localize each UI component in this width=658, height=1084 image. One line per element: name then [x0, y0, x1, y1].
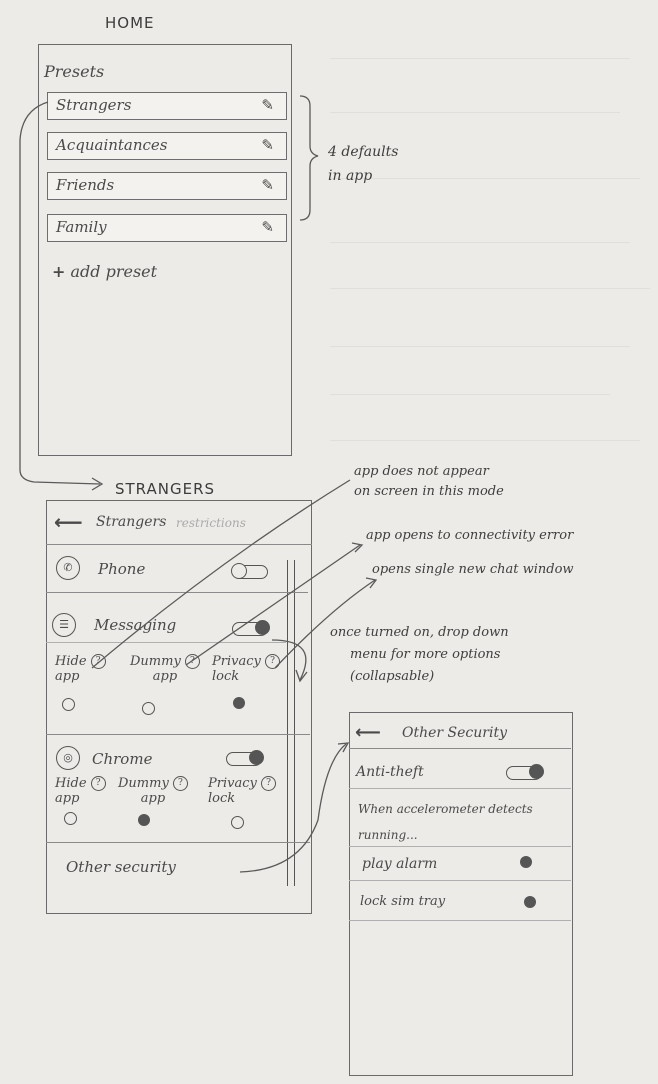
- pencil-icon[interactable]: ✎: [261, 218, 274, 236]
- pencil-icon[interactable]: ✎: [261, 136, 274, 154]
- strangers-header-subtitle: restrictions: [176, 516, 246, 530]
- anti-theft-toggle[interactable]: [506, 764, 544, 780]
- hide-app-note: app does not appear on screen in this mo…: [354, 464, 504, 499]
- scrollbar[interactable]: [287, 560, 295, 886]
- chrome-hide-app: Hide ?app: [55, 776, 106, 806]
- lock-sim-radio[interactable]: [524, 896, 536, 908]
- strangers-header-title: Strangers: [96, 514, 167, 530]
- phone-label: Phone: [98, 560, 146, 578]
- anti-theft-description: When accelerometer detects running...: [358, 802, 533, 842]
- pencil-icon[interactable]: ✎: [261, 176, 274, 194]
- chrome-icon: ◎: [56, 746, 80, 770]
- chrome-privacy-radio[interactable]: [231, 816, 244, 829]
- dummy-app-note: app opens to connectivity error: [366, 528, 574, 543]
- presets-title: Presets: [44, 62, 105, 81]
- back-arrow-icon[interactable]: ⟵: [355, 722, 381, 743]
- privacy-lock-note: opens single new chat window: [372, 562, 574, 577]
- home-heading: HOME: [105, 14, 155, 32]
- plus-icon: +: [52, 262, 66, 281]
- add-preset-label: add preset: [70, 262, 158, 281]
- add-preset-button[interactable]: + add preset: [52, 262, 157, 281]
- pencil-icon[interactable]: ✎: [261, 96, 274, 114]
- help-icon[interactable]: ?: [172, 776, 188, 791]
- messaging-toggle[interactable]: [232, 620, 270, 636]
- other-security-link[interactable]: Other security: [66, 858, 176, 876]
- phone-icon: ✆: [56, 556, 80, 580]
- other-security-screen: [349, 712, 573, 1076]
- messaging-hide-app: Hide ?app: [55, 654, 106, 684]
- messaging-privacy-radio[interactable]: [233, 697, 245, 709]
- chrome-hide-radio[interactable]: [64, 812, 77, 825]
- help-icon[interactable]: ?: [90, 776, 106, 791]
- lock-sim-label: lock sim tray: [360, 894, 446, 909]
- defaults-note: 4 defaults in app: [328, 140, 398, 188]
- other-security-title: Other Security: [402, 725, 507, 741]
- messaging-privacy-lock: Privacy ?lock: [212, 654, 280, 684]
- preset-label: Friends: [56, 176, 115, 194]
- chrome-dummy-radio[interactable]: [138, 814, 150, 826]
- anti-theft-label: Anti-theft: [356, 764, 424, 780]
- phone-toggle[interactable]: [231, 563, 268, 579]
- preset-strangers[interactable]: Strangers ✎: [47, 92, 287, 120]
- chrome-dummy-app: Dummy ?app: [118, 776, 188, 806]
- messaging-dummy-radio[interactable]: [142, 702, 155, 715]
- messaging-hide-radio[interactable]: [62, 698, 75, 711]
- help-icon[interactable]: ?: [264, 654, 280, 669]
- chrome-privacy-lock: Privacy ?lock: [208, 776, 276, 806]
- preset-acquaintances[interactable]: Acquaintances ✎: [47, 132, 287, 160]
- messaging-dummy-app: Dummy ?app: [130, 654, 200, 684]
- preset-label: Strangers: [56, 96, 132, 114]
- dropdown-note: once turned on, drop down menu for more …: [330, 625, 509, 684]
- chrome-toggle[interactable]: [226, 750, 264, 766]
- home-screen: [38, 44, 292, 456]
- chrome-label: Chrome: [92, 750, 153, 768]
- help-icon[interactable]: ?: [260, 776, 276, 791]
- preset-family[interactable]: Family ✎: [47, 214, 287, 242]
- preset-friends[interactable]: Friends ✎: [47, 172, 287, 200]
- defaults-note-line: 4 defaults: [328, 144, 399, 160]
- strangers-screen: [46, 500, 312, 914]
- preset-label: Acquaintances: [56, 136, 168, 154]
- play-alarm-label: play alarm: [362, 856, 438, 872]
- preset-label: Family: [56, 218, 107, 236]
- defaults-note-line: in app: [328, 168, 373, 184]
- messaging-icon: ☰: [52, 613, 76, 637]
- strangers-heading: STRANGERS: [115, 480, 216, 498]
- play-alarm-radio[interactable]: [520, 856, 532, 868]
- messaging-label: Messaging: [94, 616, 177, 634]
- back-arrow-icon[interactable]: ⟵: [54, 510, 83, 534]
- help-icon[interactable]: ?: [90, 654, 106, 669]
